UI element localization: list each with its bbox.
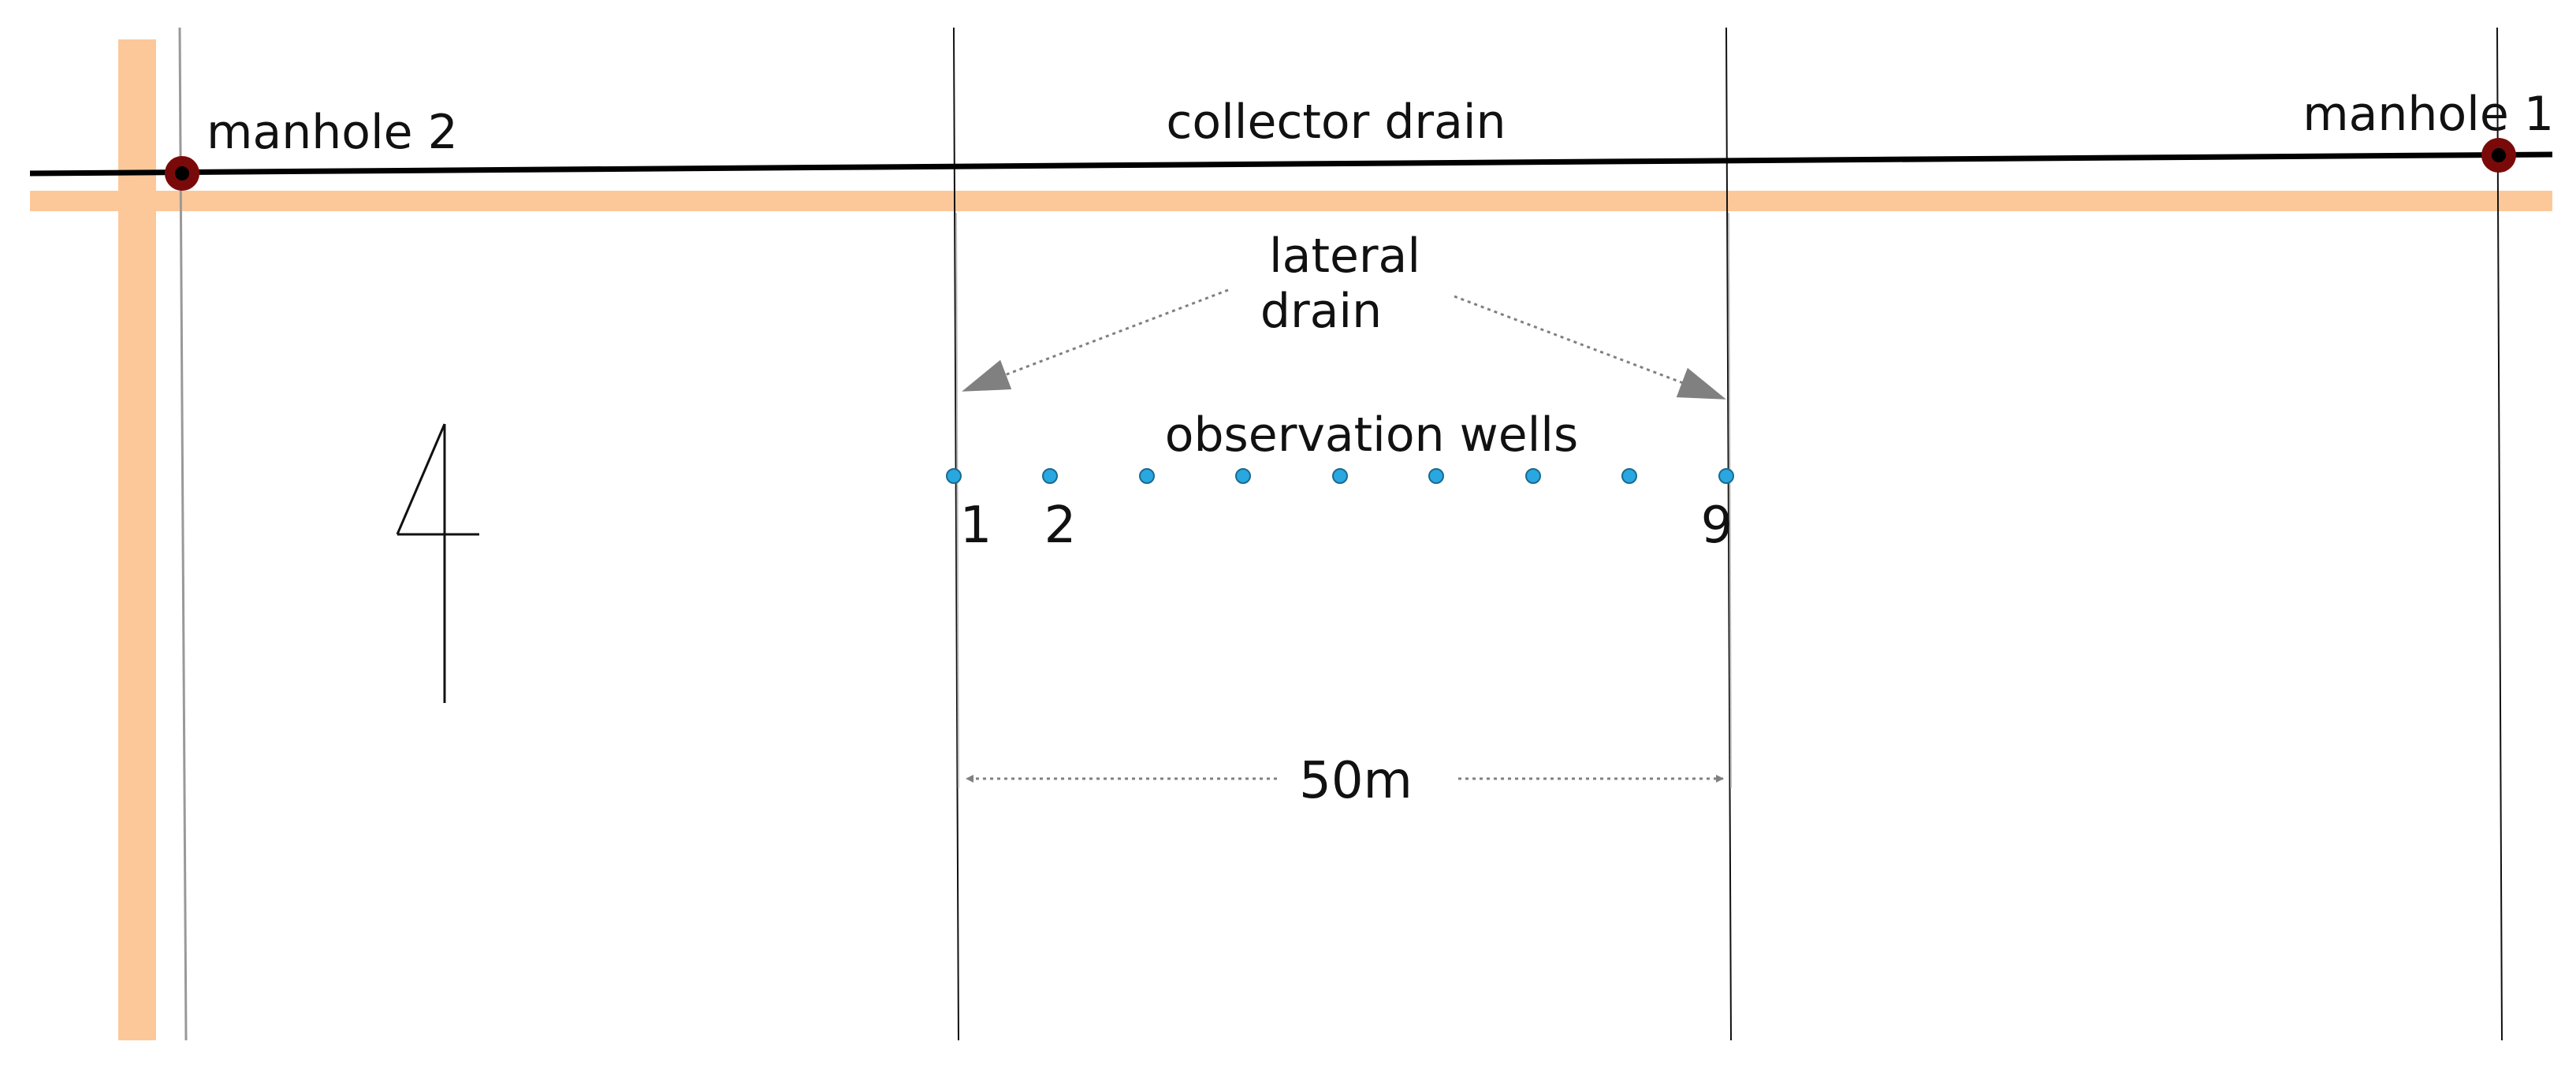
spacing-label: 50m: [1299, 752, 1413, 810]
well-6: [1428, 468, 1444, 484]
well-9-number: 9: [1701, 497, 1733, 555]
lateral-drain-line-b: [1725, 27, 1732, 1041]
observation-wells-label: observation wells: [1165, 407, 1579, 463]
field-boundary-left: [178, 27, 188, 1041]
manhole-2-marker: [165, 156, 199, 191]
well-1: [946, 468, 962, 484]
lateral-drain-label-line1: lateral: [1269, 229, 1420, 284]
well-9: [1718, 468, 1734, 484]
manhole-2-label: manhole 2: [207, 105, 458, 160]
lateral-drain-label-line2: drain: [1260, 284, 1382, 339]
well-3: [1139, 468, 1155, 484]
road-vertical: [118, 39, 156, 1040]
lateral-drain-overlay-b: [1728, 212, 1732, 789]
north-arrow-symbol: [396, 423, 479, 703]
observation-wells: [946, 468, 1734, 484]
manhole-1-marker: [2481, 138, 2516, 173]
manhole-1-label: manhole 1: [2302, 87, 2554, 142]
well-4: [1235, 468, 1251, 484]
collector-drain-line: [29, 151, 2553, 177]
well-1-number: 1: [960, 497, 992, 555]
well-7: [1525, 468, 1541, 484]
well-2: [1042, 468, 1058, 484]
collector-drain-label: collector drain: [1166, 95, 1506, 150]
well-2-number: 2: [1044, 497, 1077, 555]
lateral-arrow-right: [1454, 295, 1726, 400]
lateral-drain-overlay-a: [955, 212, 959, 789]
well-5: [1332, 468, 1348, 484]
well-8: [1621, 468, 1637, 484]
road-horizontal: [30, 191, 2552, 211]
lateral-drain-line-c: [2496, 27, 2503, 1041]
lateral-drain-line-a: [953, 27, 959, 1041]
lateral-arrow-left: [962, 288, 1229, 392]
